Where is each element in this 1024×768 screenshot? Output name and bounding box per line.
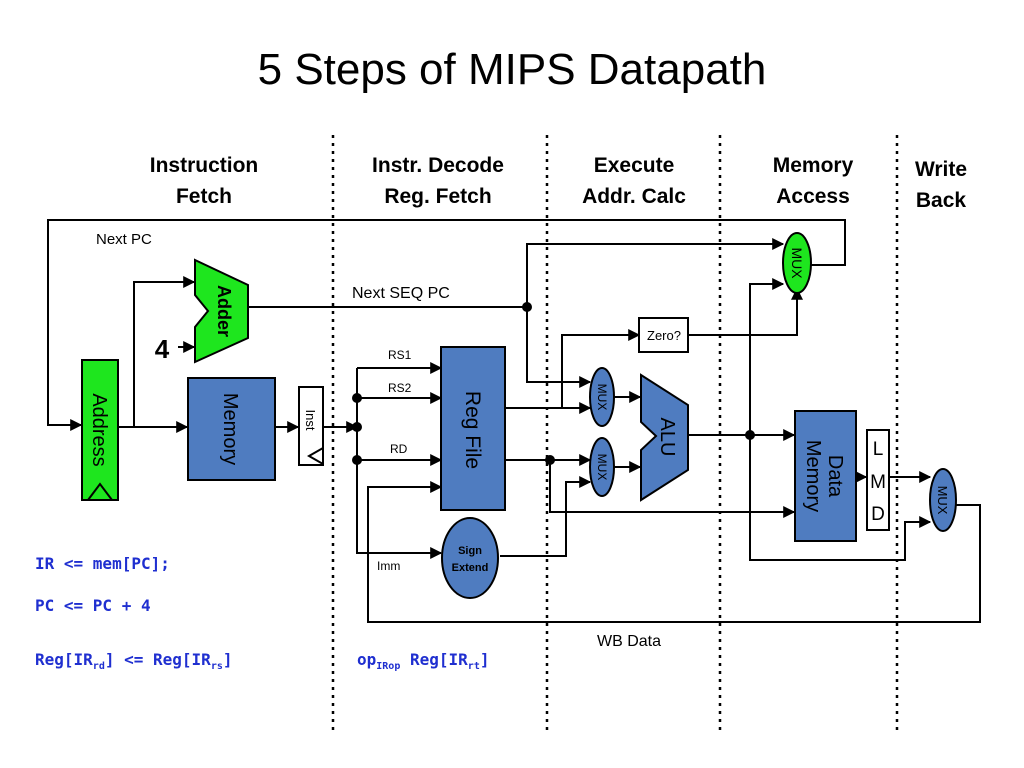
alu-mux-b: MUX — [589, 437, 615, 497]
junction-rs2 — [352, 393, 362, 403]
lmd-d: D — [871, 504, 885, 525]
sign-extend-line2: Extend — [452, 562, 489, 574]
rtl-line-reg: Reg[IRrd] <= Reg[IRrs] — [35, 650, 233, 672]
rtl-line-pc-text: PC <= PC + 4 — [35, 596, 151, 615]
data-memory: Data Memory — [794, 410, 857, 542]
stage-decode-line2: Reg. Fetch — [384, 185, 491, 208]
sign-extend-line1: Sign — [458, 545, 482, 557]
rtl-reg-part-c: ] — [222, 650, 233, 669]
pc-adder: Adder — [194, 258, 249, 364]
wire-wb-data — [367, 481, 981, 623]
pc-address-register: Address — [81, 359, 119, 501]
rtl-line-ir: IR <= mem[PC]; — [35, 554, 170, 573]
label-imm: Imm — [377, 559, 400, 573]
stage-memory-line2: Access — [776, 185, 850, 208]
rtl-op-part-d: Reg[IR — [400, 650, 468, 669]
stage-fetch-line2: Fetch — [176, 185, 232, 208]
junction-seq-pc — [522, 302, 532, 312]
label-wb-data: WB Data — [597, 633, 661, 650]
junction-reg-out2 — [545, 455, 555, 465]
stage-execute-line2: Addr. Calc — [582, 185, 686, 208]
zero-label: Zero? — [647, 328, 681, 343]
wire-reg-to-zero — [561, 329, 641, 408]
label-rs2: RS2 — [388, 381, 412, 395]
wire-seq-to-mux-a — [526, 307, 592, 388]
data-memory-line2: Memory — [802, 440, 824, 512]
junction-rd — [352, 455, 362, 465]
label-next-seq-pc: Next SEQ PC — [352, 285, 450, 302]
adder-label: Adder — [214, 285, 234, 337]
instruction-register: Inst — [298, 386, 324, 466]
rtl-op: op — [357, 650, 377, 669]
inst-label: Inst — [303, 410, 318, 431]
mux-a-label: MUX — [595, 384, 609, 411]
reg-file-label: Reg File — [461, 391, 484, 469]
lmd-l: L — [873, 439, 884, 460]
register-file: Reg File — [440, 346, 506, 511]
junctions — [352, 302, 755, 465]
rtl-line-ir-text: IR <= mem[PC]; — [35, 554, 170, 573]
wire-alu-mux-wb — [749, 435, 932, 561]
wire-alu-mux-top — [749, 278, 785, 435]
rtl-op-sub-rt: rt — [467, 661, 480, 672]
rtl-line-op: opIRop Reg[IRrt] — [357, 650, 489, 672]
stage-decode-line1: Instr. Decode — [372, 154, 504, 177]
wire-signext-mux-b — [500, 476, 592, 557]
sign-extend: Sign Extend — [441, 517, 499, 599]
alu: ALU — [640, 373, 689, 502]
label-rd: RD — [390, 442, 408, 456]
wire-pc-adder — [133, 276, 196, 427]
rtl-reg-sub-rd: rd — [92, 661, 105, 672]
lmd-m: M — [870, 472, 886, 493]
address-label: Address — [88, 393, 110, 466]
junction-alu-out — [745, 430, 755, 440]
page-title: 5 Steps of MIPS Datapath — [258, 45, 767, 94]
data-memory-line1: Data — [824, 455, 846, 498]
stage-writeback-line2: Back — [916, 189, 967, 212]
junction-inst — [352, 422, 362, 432]
rtl-op-sub: IRop — [376, 661, 401, 672]
alu-label: ALU — [656, 418, 678, 457]
mux-top-label: MUX — [789, 247, 805, 279]
label-rs1: RS1 — [388, 348, 412, 362]
rtl-line-pc: PC <= PC + 4 — [35, 596, 151, 615]
stage-writeback-line1: Write — [915, 158, 967, 181]
stage-memory-line1: Memory — [773, 154, 854, 177]
mux-wb-label: MUX — [935, 486, 950, 515]
rtl-reg-sub-rs: rs — [210, 661, 223, 672]
writeback-mux: MUX — [929, 468, 957, 532]
wire-next-pc — [47, 219, 846, 431]
next-pc-mux: MUX — [782, 232, 812, 294]
mux-b-label: MUX — [595, 454, 609, 481]
instruction-memory: Memory — [187, 377, 276, 481]
constant-four: 4 — [155, 334, 170, 364]
zero-detect: Zero? — [638, 317, 689, 353]
rtl-op-part-e: ] — [479, 650, 490, 669]
lmd-register: L M D — [866, 429, 890, 531]
memory-label: Memory — [219, 393, 241, 465]
wire-reg-to-dmem — [549, 460, 796, 518]
wire-zero-mux-top — [688, 287, 803, 336]
label-next-pc: Next PC — [96, 231, 152, 248]
stage-execute-line1: Execute — [594, 154, 675, 177]
rtl-reg-part-a: Reg[IR — [35, 650, 93, 669]
rtl-reg-part-b: ] <= Reg[IR — [104, 650, 211, 669]
wire-seq-to-mux-top — [526, 238, 785, 307]
stage-fetch-line1: Instruction — [150, 154, 259, 177]
alu-mux-a: MUX — [589, 367, 615, 427]
